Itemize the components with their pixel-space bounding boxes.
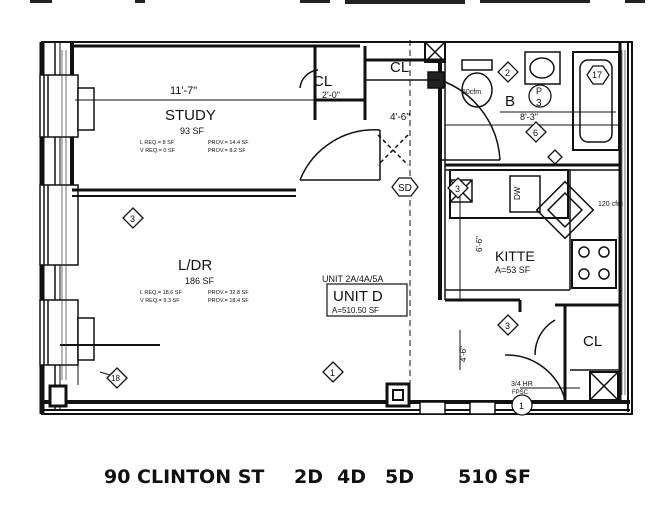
plan-caption: 90 CLINTON ST 2D 4D 5D 510 SF bbox=[0, 466, 671, 496]
tag-3-bath: 3 bbox=[536, 98, 542, 109]
study-req2: V REQ.= 0 SF bbox=[140, 148, 176, 154]
bath-name: B bbox=[505, 93, 515, 110]
caption-unit-2d: 2D bbox=[294, 466, 323, 488]
unit-labels: UNIT 2A/4A/5A UNIT D A=510.50 SF bbox=[322, 274, 408, 317]
room-labels: 11'-7" STUDY 93 SF L REQ.= 8 SF PROV.= 1… bbox=[140, 59, 623, 350]
dimension-lines bbox=[75, 40, 620, 400]
study-prov2: PROV.= 8.2 SF bbox=[208, 148, 246, 154]
unit-box bbox=[326, 283, 408, 317]
study-area: 93 SF bbox=[180, 126, 205, 136]
tag-3-hall: 3 bbox=[455, 184, 460, 194]
cropped-header-marks bbox=[30, 0, 645, 4]
study-prov1: PROV.= 14.4 SF bbox=[208, 140, 249, 146]
study-req1: L REQ.= 8 SF bbox=[140, 140, 175, 146]
ldr-prov2: PROV.= 18.4 SF bbox=[208, 298, 249, 304]
tag-3-kitchen: 3 bbox=[505, 321, 510, 331]
tag-fire-rating: 3/4 HR bbox=[511, 381, 533, 388]
caption-unit-5d: 5D bbox=[385, 466, 414, 488]
bath-fan: 50cfm bbox=[462, 89, 481, 96]
bathroom-fixtures bbox=[461, 51, 620, 151]
tag-hall-dim: 4'-6" bbox=[459, 346, 468, 362]
kitchen-area: A=53 SF bbox=[495, 265, 531, 275]
tag-labels: 3 3 3 3 6 2 1 1 18 17 SD P DW 4'-6" 3/4 … bbox=[111, 68, 602, 411]
diamond-tags bbox=[106, 61, 563, 389]
ldr-area: 186 SF bbox=[185, 276, 215, 286]
hall-dim: 4'-6" bbox=[390, 112, 410, 123]
caption-address: 90 CLINTON ST bbox=[104, 466, 265, 488]
tag-1-ldr: 1 bbox=[330, 368, 335, 378]
unit-types: UNIT 2A/4A/5A bbox=[322, 274, 383, 284]
left-windows bbox=[39, 74, 95, 408]
closet-entry-name: CL bbox=[390, 59, 409, 76]
study-dim: 11'-7" bbox=[170, 85, 197, 97]
caption-unit-4d: 4D bbox=[337, 466, 366, 488]
kitchen-fan: 120 cfm bbox=[598, 201, 623, 208]
tag-fpsc: FPSC bbox=[512, 390, 529, 396]
tag-dw: DW bbox=[513, 186, 522, 200]
floor-plan: 11'-7" STUDY 93 SF L REQ.= 8 SF PROV.= 1… bbox=[30, 0, 645, 416]
ldr-req2: V REQ.= 9.3 SF bbox=[140, 298, 180, 304]
circle-tags bbox=[391, 65, 610, 416]
tag-17: 17 bbox=[592, 70, 602, 80]
study-name: STUDY bbox=[165, 107, 216, 124]
closet-kitchen-name: CL bbox=[583, 333, 602, 350]
tag-1-entry: 1 bbox=[519, 401, 524, 411]
unit-area: A=510.50 SF bbox=[332, 306, 379, 315]
kitchen-name: KITTE bbox=[495, 248, 535, 264]
bath-dim: 8'-3" bbox=[520, 112, 538, 122]
tag-18: 18 bbox=[111, 374, 120, 383]
tag-2: 2 bbox=[505, 68, 510, 78]
caption-area: 510 SF bbox=[458, 466, 531, 488]
wall-hatching bbox=[61, 50, 626, 395]
kitchen-dim: 6'-6" bbox=[475, 236, 484, 252]
tag-sd: SD bbox=[398, 183, 412, 194]
tag-3-ldr: 3 bbox=[130, 214, 135, 224]
ldr-prov1: PROV.= 32.8 SF bbox=[208, 290, 249, 296]
ldr-req1: L REQ.= 18.6 SF bbox=[140, 290, 182, 296]
tag-p: P bbox=[536, 86, 542, 96]
structural-posts bbox=[385, 382, 496, 415]
closet-fixtures bbox=[365, 41, 620, 401]
closet-study-name: CL bbox=[313, 73, 332, 90]
kitchen-fixtures bbox=[449, 169, 617, 289]
closet-study-dim: 2'-0" bbox=[322, 90, 340, 100]
tag-6: 6 bbox=[533, 128, 538, 138]
unit-name: UNIT D bbox=[333, 288, 383, 305]
door-swings bbox=[299, 69, 566, 401]
ldr-name: L/DR bbox=[178, 257, 212, 274]
